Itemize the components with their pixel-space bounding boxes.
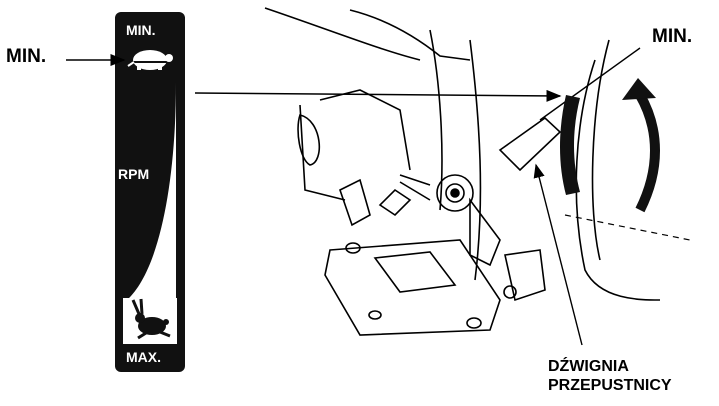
- rpm-ramp: [127, 82, 176, 300]
- turtle-icon: [127, 50, 173, 70]
- min-zone-bar: [560, 95, 580, 195]
- base-plate: [324, 239, 501, 336]
- dashed-line: [564, 214, 691, 241]
- rpm-gauge: [115, 12, 185, 372]
- min-label-right: MIN.: [652, 26, 693, 47]
- gauge-min-label: MIN.: [126, 22, 156, 38]
- rabbit-icon: [131, 298, 171, 340]
- throttle-lever: [498, 116, 562, 172]
- pointer-arrow: [194, 89, 562, 102]
- lever-leader-arrow: [533, 163, 583, 346]
- throttle-lever-label: DŹWIGNIA PRZEPUSTNICY: [548, 357, 672, 395]
- min-right-leader: [539, 47, 641, 121]
- lever-label-line1: DŹWIGNIA: [548, 358, 629, 375]
- gauge-max-label: MAX.: [126, 349, 161, 365]
- gauge-rpm-label: RPM: [118, 166, 150, 182]
- direction-arc: [635, 92, 660, 213]
- lever-label-line2: PRZEPUSTNICY: [548, 377, 672, 394]
- engine-body: [264, 7, 661, 301]
- direction-arrowhead: [622, 78, 656, 100]
- throttle-mechanism: [297, 114, 546, 302]
- min-label-left: MIN.: [6, 46, 47, 67]
